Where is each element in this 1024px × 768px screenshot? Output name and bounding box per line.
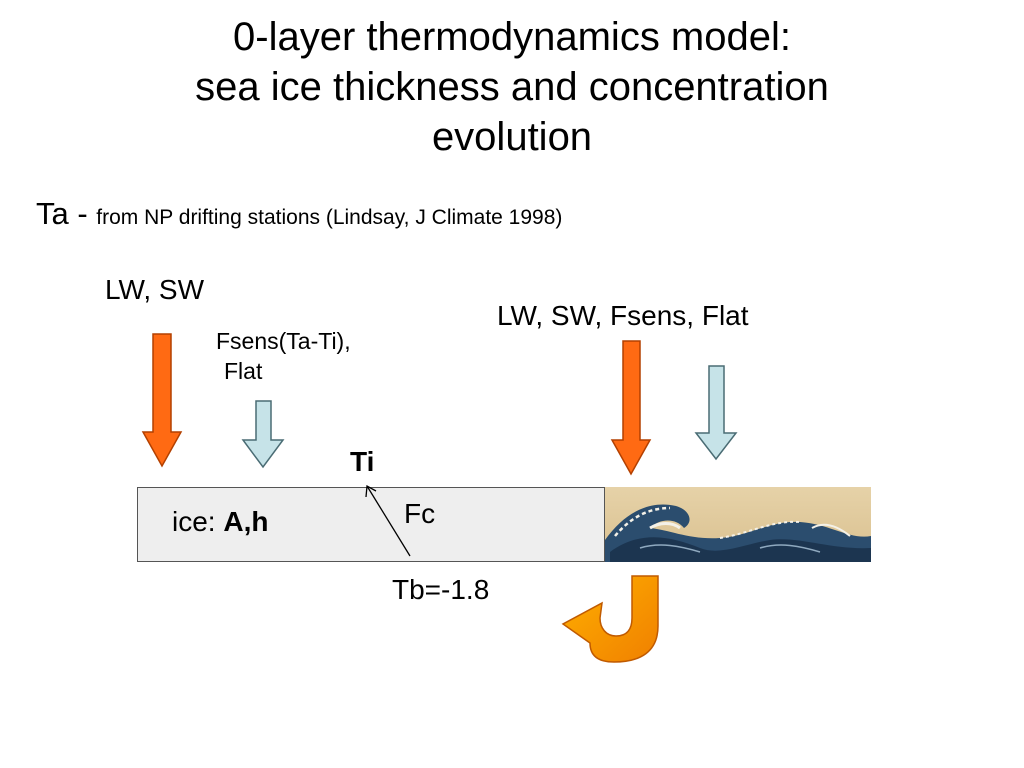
ice-turbulent-label: Fsens(Ta-Ti), Flat: [216, 326, 351, 386]
u-turn-arrow-icon: [561, 575, 659, 663]
ocean-turbulent-arrow-icon: [694, 365, 738, 461]
ice-turbulent-arrow-icon: [241, 400, 285, 469]
title-line-3: evolution: [431, 115, 593, 159]
title-line-2: sea ice thickness and concentration: [195, 65, 829, 109]
ice-radiation-label: LW, SW: [105, 274, 205, 305]
forcing-detail: from NP drifting stations (Lindsay, J Cl…: [96, 206, 563, 229]
ice-turbulent-line-1: Fsens(Ta-Ti),: [216, 328, 351, 354]
ice-label-prefix: ice:: [172, 506, 224, 537]
bottom-temperature-label: Tb=-1.8: [392, 574, 490, 605]
ice-label-vars: A,h: [223, 506, 269, 537]
conductive-flux-arrow-icon: [365, 484, 411, 557]
ice-state-label: ice: A,h: [172, 506, 268, 538]
slide-title: 0-layer thermodynamics model: sea ice th…: [0, 12, 1024, 162]
ocean-radiation-arrow-icon: [610, 340, 652, 476]
great-wave-image-icon: [605, 487, 871, 562]
title-line-1: 0-layer thermodynamics model:: [233, 15, 791, 59]
forcing-prefix: Ta -: [36, 196, 97, 231]
ice-turbulent-line-2: Flat: [224, 358, 263, 384]
conductive-flux-label: Fc: [404, 498, 436, 529]
ocean-fluxes-label: LW, SW, Fsens, Flat: [497, 300, 749, 331]
surface-temperature-label: Ti: [350, 446, 375, 477]
forcing-source-text: Ta - from NP drifting stations (Lindsay,…: [36, 194, 562, 238]
ice-radiation-arrow-icon: [141, 333, 183, 468]
